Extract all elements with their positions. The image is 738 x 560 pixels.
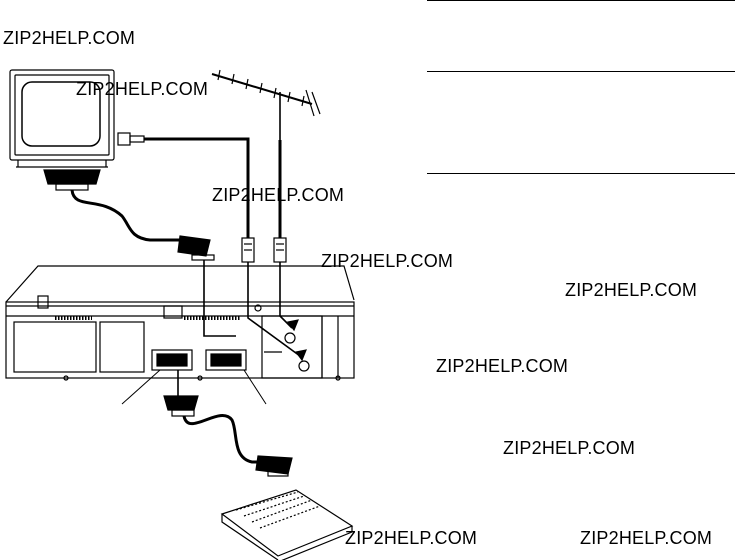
scart-plug-icon <box>163 395 199 417</box>
watermark-text: ZIP2HELP.COM <box>3 28 136 48</box>
rf-plug-icon <box>117 132 145 146</box>
text-rule-1 <box>427 0 735 1</box>
scart-plug-icon <box>255 455 293 477</box>
watermark-text: ZIP2HELP.COM <box>436 356 569 376</box>
vcr-icon <box>5 265 355 381</box>
watermark-text: ZIP2HELP.COM <box>345 528 478 548</box>
scart-plug-icon <box>43 169 101 191</box>
text-rule-2 <box>427 71 735 72</box>
tv-icon <box>9 69 115 168</box>
watermark-text: ZIP2HELP.COM <box>76 79 209 99</box>
decoder-icon <box>220 489 354 560</box>
watermark-text: ZIP2HELP.COM <box>212 185 345 205</box>
text-rule-3 <box>427 173 735 174</box>
rf-plug-icon <box>241 237 287 263</box>
watermark-text: ZIP2HELP.COM <box>321 251 454 271</box>
antenna-icon <box>211 69 321 140</box>
watermark-text: ZIP2HELP.COM <box>580 528 713 548</box>
watermark-text: ZIP2HELP.COM <box>503 438 636 458</box>
scart-plug-icon <box>177 235 215 261</box>
watermark-text: ZIP2HELP.COM <box>565 280 698 300</box>
